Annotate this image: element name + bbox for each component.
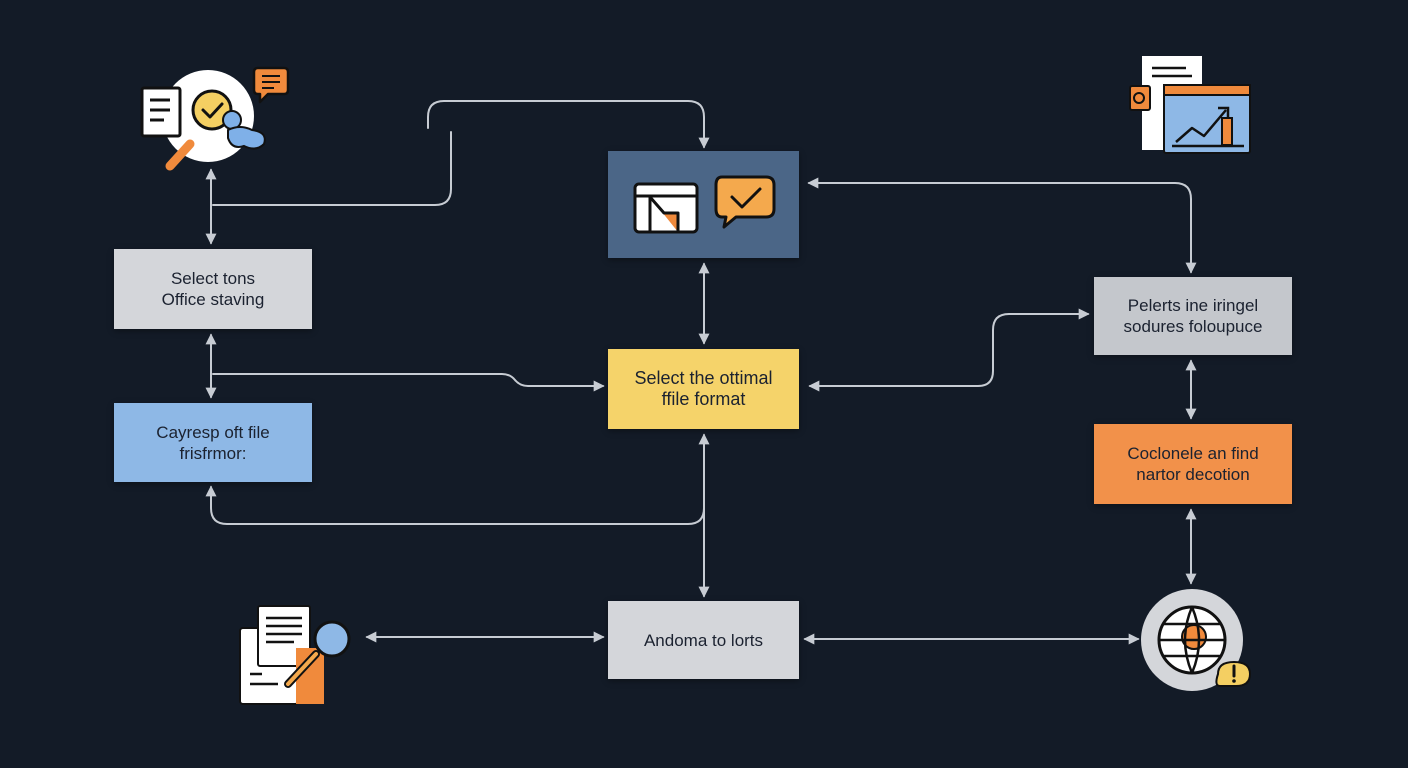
node-pelerts-line-1: Pelerts ine iringel — [1127, 296, 1259, 315]
node-coclonele-line-1: Coclonele an find — [1127, 444, 1259, 463]
node-caywresp-line-1: Cayresp oft file — [156, 422, 270, 442]
connector-left-to-optimal — [212, 373, 605, 392]
node-caywresp-line-2: frisfrmor: — [179, 443, 247, 463]
node-coclonele-line-2: nartor decotion — [1136, 465, 1250, 484]
node-pelerts: Pelerts ine iringel sodures folоupuce — [1094, 277, 1292, 355]
node-andoma-line-1: Andoma to lorts — [643, 630, 764, 650]
node-select-tons: Select tons Office staving — [114, 249, 312, 329]
node-select-tons-line-1: Select tons — [170, 269, 256, 288]
node-andoma: Andoma to lorts — [608, 601, 799, 679]
document-magnifier-chat-icon — [136, 58, 296, 183]
report-chart-icon — [1126, 52, 1256, 162]
node-coclonele: Coclonele an find nartor decotion — [1094, 424, 1292, 504]
node-optimal-line-2: ffile format — [661, 389, 746, 409]
chat-check-icon — [714, 175, 776, 229]
connector-top-right — [807, 177, 1197, 274]
node-select-tons-line-2: Office staving — [161, 290, 265, 309]
document-search-icon — [234, 602, 360, 713]
node-top-center — [608, 151, 799, 258]
connector-left-to-top — [212, 100, 704, 206]
node-pelerts-line-2: sodures folоupuce — [1123, 317, 1263, 336]
node-top-center-icons — [633, 175, 776, 234]
globe-alert-icon — [1140, 588, 1260, 699]
node-select-optimal-format: Select the ottimal ffile format — [608, 349, 799, 429]
document-folder-icon — [633, 182, 699, 234]
connector-pelerts-optimal — [808, 308, 1090, 392]
node-optimal-line-1: Select the ottimal — [634, 368, 773, 388]
node-caywresp: Cayresp oft file frisfrmor: — [114, 403, 312, 482]
